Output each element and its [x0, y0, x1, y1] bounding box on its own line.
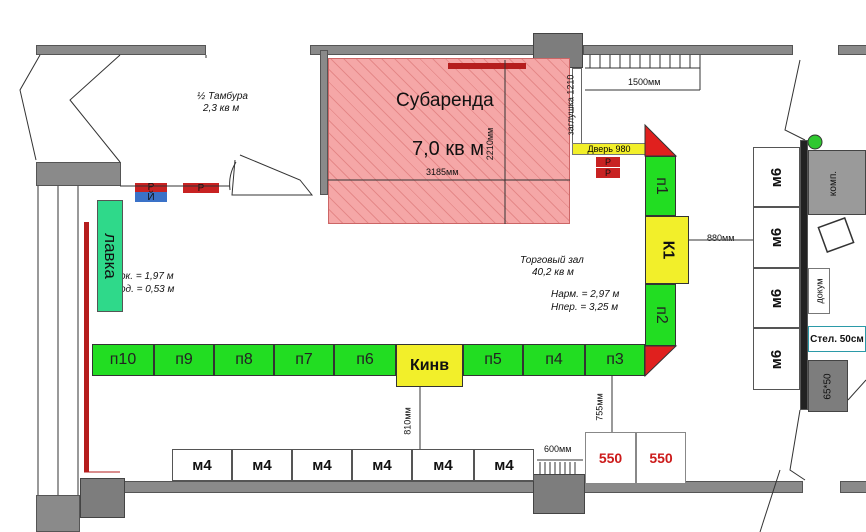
bench: лавка: [97, 200, 123, 312]
m6-2: м6: [753, 207, 800, 268]
m4-5: м4: [412, 449, 474, 481]
mark-r-3: Р: [596, 157, 620, 167]
m4-3: м4: [292, 449, 352, 481]
sublease-red-bar: [448, 63, 526, 69]
sublease-title: Субаренда: [396, 90, 494, 111]
sublease-area: [328, 58, 570, 224]
m4-1: м4: [172, 449, 232, 481]
shelf-p10: п10: [92, 344, 154, 376]
mark-r-4: Р: [596, 168, 620, 178]
pillar-bottom-center: [533, 474, 585, 514]
m4-2: м4: [232, 449, 292, 481]
hall-label: Торговый зал: [520, 255, 584, 266]
shelf-p1: п1: [645, 156, 676, 216]
shelf-p6: п6: [334, 344, 396, 376]
shelf-p4: п4: [523, 344, 585, 376]
pillar-right-65x50: 65*50: [808, 360, 848, 412]
wall-top-far-right: [838, 45, 866, 55]
k1-unit: К1: [645, 216, 689, 284]
wall-top-right: [583, 45, 793, 55]
wall-bottom-far-right: [840, 481, 866, 493]
m6-1: м6: [753, 147, 800, 207]
shelf-p7: п7: [274, 344, 334, 376]
shelf-p5: п5: [463, 344, 523, 376]
height-left-2: од. = 0,53 м: [120, 284, 175, 295]
unit-550-1: 550: [585, 432, 636, 484]
sublease-area-value: 7,0 кв м: [412, 138, 485, 160]
wall-sublease-left: [320, 50, 328, 195]
shelf-p9: п9: [154, 344, 214, 376]
m4-6: м4: [474, 449, 534, 481]
dim-1500: 1500мм: [628, 77, 661, 87]
pillar-top-right: комп.: [808, 150, 866, 215]
m6-4: м6: [753, 328, 800, 390]
dim-880: 880мм: [707, 233, 735, 243]
mark-r-2: Р: [183, 183, 219, 194]
unit-550-2: 550: [636, 432, 686, 484]
shelf-p8: п8: [214, 344, 274, 376]
left-red-line: [84, 222, 89, 472]
vestibule-label: ½ Тамбура: [197, 91, 248, 102]
dim-600: 600мм: [544, 444, 572, 454]
m4-4: м4: [352, 449, 412, 481]
wall-middle-horizontal: [36, 162, 121, 186]
doc-cabinet: докум: [808, 268, 830, 314]
dim-3185: 3185мм: [426, 167, 459, 177]
height-left-1: ок. = 1,97 м: [120, 271, 174, 282]
kinv-unit: Кинв: [396, 344, 463, 387]
height-nper: Нпер. = 3,25 м: [551, 302, 619, 313]
m6-3: м6: [753, 268, 800, 328]
vestibule-area: 2,3 кв м: [203, 103, 240, 114]
hall-area: 40,2 кв м: [532, 267, 574, 278]
pillar-bottom-left: [80, 478, 125, 518]
shelf-p3: п3: [585, 344, 645, 376]
wall-left-bottom: [36, 495, 80, 532]
mark-r-1: Р: [135, 182, 167, 193]
height-norm: Нарм. = 2,97 м: [551, 289, 620, 300]
wall-right-vertical: [800, 140, 808, 410]
mark-i: Й: [135, 192, 167, 203]
wall-top-left: [36, 45, 206, 55]
